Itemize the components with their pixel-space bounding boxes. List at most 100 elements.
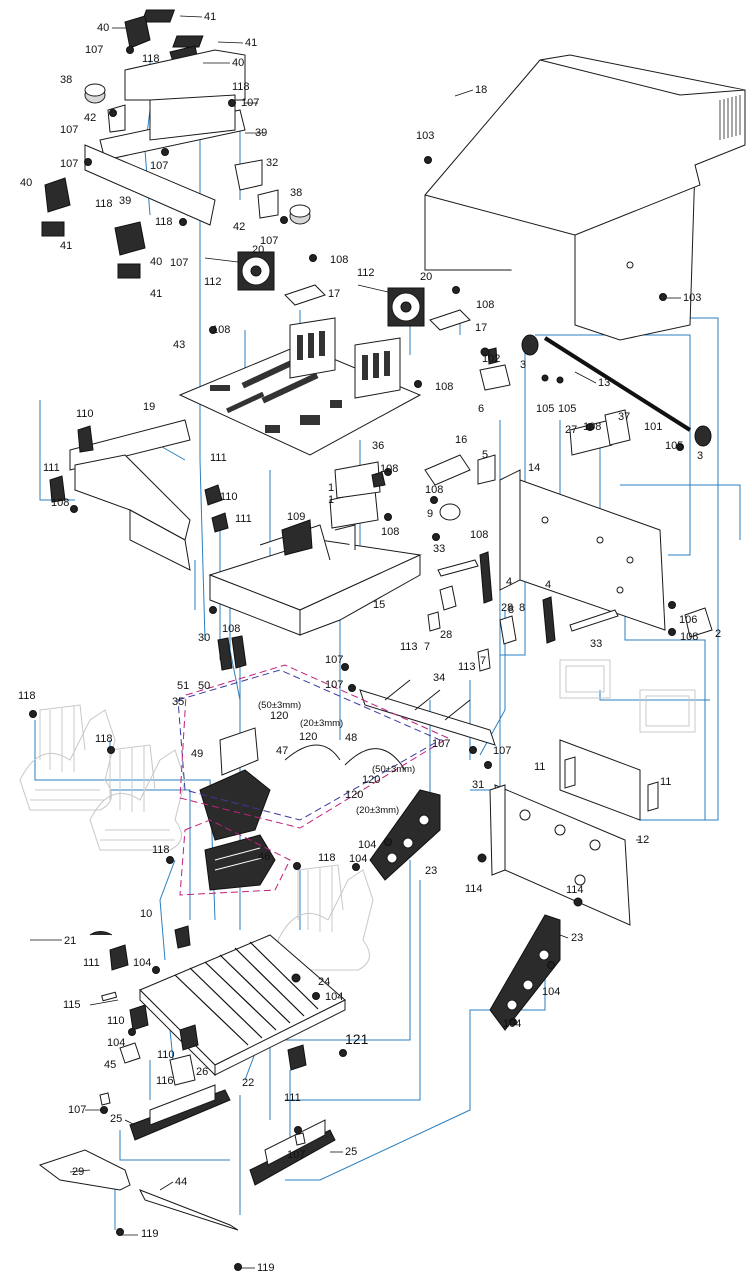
callout: 41	[60, 240, 72, 252]
kit-boundaries	[177, 664, 450, 896]
callout-ticks	[30, 15, 681, 1269]
callout: 108	[330, 254, 348, 266]
callout: 105	[536, 403, 554, 415]
callout: 8	[508, 604, 514, 616]
callout: 101	[644, 421, 662, 433]
main-circuit-board	[178, 317, 422, 456]
callout: 30	[198, 632, 210, 644]
callout: 103	[683, 292, 701, 304]
callout: 107	[150, 160, 168, 172]
callout: 34	[433, 672, 445, 684]
callout: 108	[51, 497, 69, 509]
callout: 108	[470, 529, 488, 541]
callout: 26	[196, 1066, 208, 1078]
callout: 4	[506, 576, 512, 588]
callout: 111	[210, 452, 227, 464]
callout: 113	[400, 641, 418, 653]
callout: 114	[465, 883, 483, 895]
screws	[29, 46, 684, 1271]
callout: 5	[482, 449, 488, 461]
callout: 104	[349, 853, 367, 865]
callout: 107	[287, 1149, 305, 1161]
callout: 107	[432, 738, 450, 750]
callout: 118	[95, 733, 113, 745]
callout: 15	[373, 599, 385, 611]
callout: 108	[435, 381, 453, 393]
callout: 38	[60, 74, 72, 86]
callout-labels: 41 40 41 107 40 118 118 107 38 107 42 39…	[18, 11, 721, 1274]
callout: 118	[142, 53, 160, 65]
callout: 28	[440, 629, 452, 641]
callout: 119	[257, 1262, 275, 1274]
callout: 42	[84, 112, 96, 124]
callout: 116	[156, 1075, 174, 1087]
callout: 120	[362, 774, 380, 786]
base-tray	[89, 925, 346, 1086]
callout: 16	[455, 434, 467, 446]
top-cover	[424, 54, 746, 341]
callout: 104	[503, 1018, 521, 1030]
callout: 11	[534, 761, 545, 773]
top-bracket-group	[41, 9, 311, 279]
callout: 120	[270, 710, 288, 722]
callout: 23	[425, 865, 437, 877]
callout: 118	[95, 198, 113, 210]
bracket-parts-right	[424, 347, 713, 672]
callout: 104	[358, 839, 376, 851]
callout: 108	[583, 421, 601, 433]
callout: 104	[325, 991, 343, 1003]
callout: 23	[571, 932, 583, 944]
callout: 112	[204, 276, 222, 288]
bottom-rails	[38, 1084, 336, 1231]
callout: 36	[372, 440, 384, 452]
callout: 28	[501, 602, 513, 614]
callout: 39	[119, 195, 131, 207]
callout: 118	[232, 81, 250, 93]
callout: 47	[276, 745, 288, 757]
callout: 113	[458, 661, 476, 673]
callout: 110	[76, 408, 94, 420]
callout: 120	[299, 731, 317, 743]
callout: 37	[618, 411, 630, 423]
callout: 107	[325, 679, 343, 691]
callout: 107	[260, 235, 278, 247]
callout: 108	[380, 463, 398, 475]
callout: 40	[232, 57, 244, 69]
callout: 108	[222, 623, 240, 635]
callout: 104	[107, 1037, 125, 1049]
side-brackets-23	[369, 789, 561, 1031]
callout: 108	[680, 631, 698, 643]
callout: 3	[520, 359, 526, 371]
callout: 48	[345, 732, 357, 744]
callout: 121	[345, 1031, 369, 1047]
callout: 38	[290, 187, 302, 199]
callout: 111	[284, 1092, 301, 1104]
callout: 46	[258, 851, 270, 863]
print-head-carriage	[199, 635, 406, 891]
callout: 1	[328, 494, 334, 506]
callout: 104	[542, 986, 560, 998]
callout: 9	[427, 508, 433, 520]
dimension-note: (50±3mm)	[372, 764, 415, 775]
guide-plate-34	[359, 679, 496, 746]
callout: 2	[715, 628, 721, 640]
callout: 110	[220, 491, 238, 503]
callout: 25	[110, 1113, 122, 1125]
callout: 32	[266, 157, 278, 169]
callout: 1	[328, 482, 334, 494]
callout: 18	[475, 84, 487, 96]
callout: 33	[433, 543, 445, 555]
callout: 108	[476, 299, 494, 311]
callout: 11	[660, 776, 671, 788]
callout: 13	[598, 377, 610, 389]
callout: 4	[545, 579, 551, 591]
roller-assembly-ghosts	[19, 659, 696, 971]
lower-right-plates	[489, 739, 659, 926]
callout: 21	[64, 935, 76, 947]
callout: 40	[20, 177, 32, 189]
callout: 41	[150, 288, 162, 300]
callout: 107	[170, 257, 188, 269]
callout: 35	[172, 696, 184, 708]
callout: 20	[252, 244, 264, 256]
callout: 42	[233, 221, 245, 233]
